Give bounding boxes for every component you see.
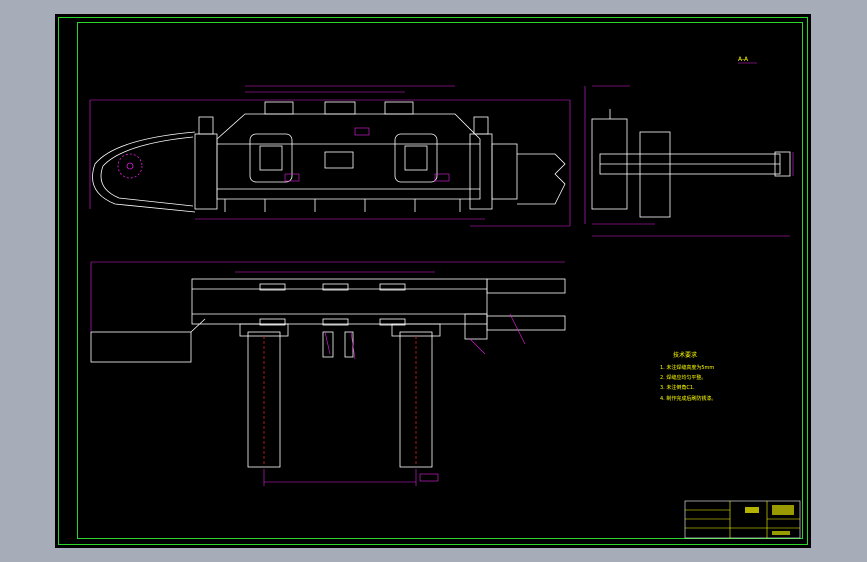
bearing-block-left-inner bbox=[259, 145, 283, 171]
inner-frame bbox=[77, 22, 803, 539]
drawing-sheet[interactable]: A-A bbox=[55, 14, 811, 548]
right-clamp bbox=[517, 153, 566, 205]
plan-hidden-lines bbox=[263, 336, 417, 464]
plan-right-block bbox=[464, 313, 488, 340]
plan-leader-4 bbox=[350, 331, 356, 360]
tech-notes: 技术要求 1. 未注焊缝高度为5mm 2. 焊缝应均匀平整。 3. 未注倒角C1… bbox=[660, 351, 716, 402]
title-block-company-cell bbox=[772, 505, 794, 515]
plan-feed-box bbox=[90, 331, 192, 363]
top-block-3 bbox=[384, 101, 414, 115]
plan-leg-left bbox=[247, 331, 281, 468]
plan-slot-6 bbox=[379, 318, 406, 326]
chain-loop-inner bbox=[100, 136, 194, 207]
side-view bbox=[591, 109, 791, 218]
right-post-cap bbox=[473, 116, 489, 135]
main-frame bbox=[216, 113, 481, 200]
side-arm-end bbox=[774, 151, 791, 177]
bearing-block-right-inner bbox=[404, 145, 428, 171]
plan-slot-4 bbox=[259, 318, 286, 326]
label-box-3 bbox=[434, 173, 450, 182]
tech-note-3: 3. 未注倒角C1. bbox=[660, 384, 695, 391]
plan-leg-left-top bbox=[239, 323, 289, 337]
title-block-dwg-cell bbox=[772, 531, 790, 535]
plan-leader-2 bbox=[509, 313, 526, 345]
title-block-frame bbox=[684, 500, 801, 539]
bearing-block-left bbox=[249, 133, 293, 183]
right-post bbox=[469, 133, 493, 210]
top-block-1 bbox=[264, 101, 294, 115]
sprocket bbox=[117, 153, 143, 179]
top-block-2 bbox=[324, 101, 356, 115]
title-block-name-cell bbox=[745, 507, 759, 513]
plan-extension-2 bbox=[486, 315, 566, 331]
drawing-canvas: A-A bbox=[58, 17, 808, 545]
view-label: A-A bbox=[738, 56, 749, 63]
front-view bbox=[92, 101, 566, 213]
plan-slot-3 bbox=[379, 283, 406, 291]
outer-frame bbox=[58, 17, 808, 545]
plan-view-dimensions bbox=[90, 261, 565, 486]
title-block[interactable] bbox=[684, 500, 801, 539]
right-mechanism bbox=[491, 143, 518, 200]
label-box-1 bbox=[354, 127, 370, 136]
side-view-dimensions bbox=[584, 85, 794, 237]
plan-leg-right bbox=[399, 331, 433, 468]
tech-notes-heading: 技术要求 bbox=[673, 351, 697, 359]
sprocket-hub bbox=[126, 162, 134, 170]
left-post bbox=[194, 133, 218, 210]
front-view-dimensions bbox=[89, 85, 571, 227]
plan-slot-2 bbox=[322, 283, 349, 291]
plan-extension bbox=[486, 278, 566, 294]
plan-slot-5 bbox=[322, 318, 349, 326]
plan-frame bbox=[191, 278, 488, 325]
center-block bbox=[324, 151, 354, 169]
tech-note-2: 2. 焊缝应均匀平整。 bbox=[660, 374, 706, 381]
plan-leader-1 bbox=[469, 338, 486, 355]
plan-feed-link bbox=[190, 318, 206, 333]
chain-loop bbox=[92, 131, 196, 213]
label-box-2 bbox=[284, 173, 300, 182]
plan-dim-label-box bbox=[419, 473, 439, 482]
bearing-block-right bbox=[394, 133, 438, 183]
tech-note-1: 1. 未注焊缝高度为5mm bbox=[660, 364, 714, 371]
side-block bbox=[639, 131, 671, 218]
left-post-cap bbox=[198, 116, 214, 135]
plan-leg-right-top bbox=[391, 323, 441, 337]
tech-note-4: 4. 制作完成后刷防锈漆。 bbox=[660, 395, 716, 402]
plan-leader-3 bbox=[324, 331, 331, 355]
plan-small-part-1 bbox=[322, 331, 334, 358]
plan-view bbox=[90, 278, 566, 468]
plan-slot-1 bbox=[259, 283, 286, 291]
